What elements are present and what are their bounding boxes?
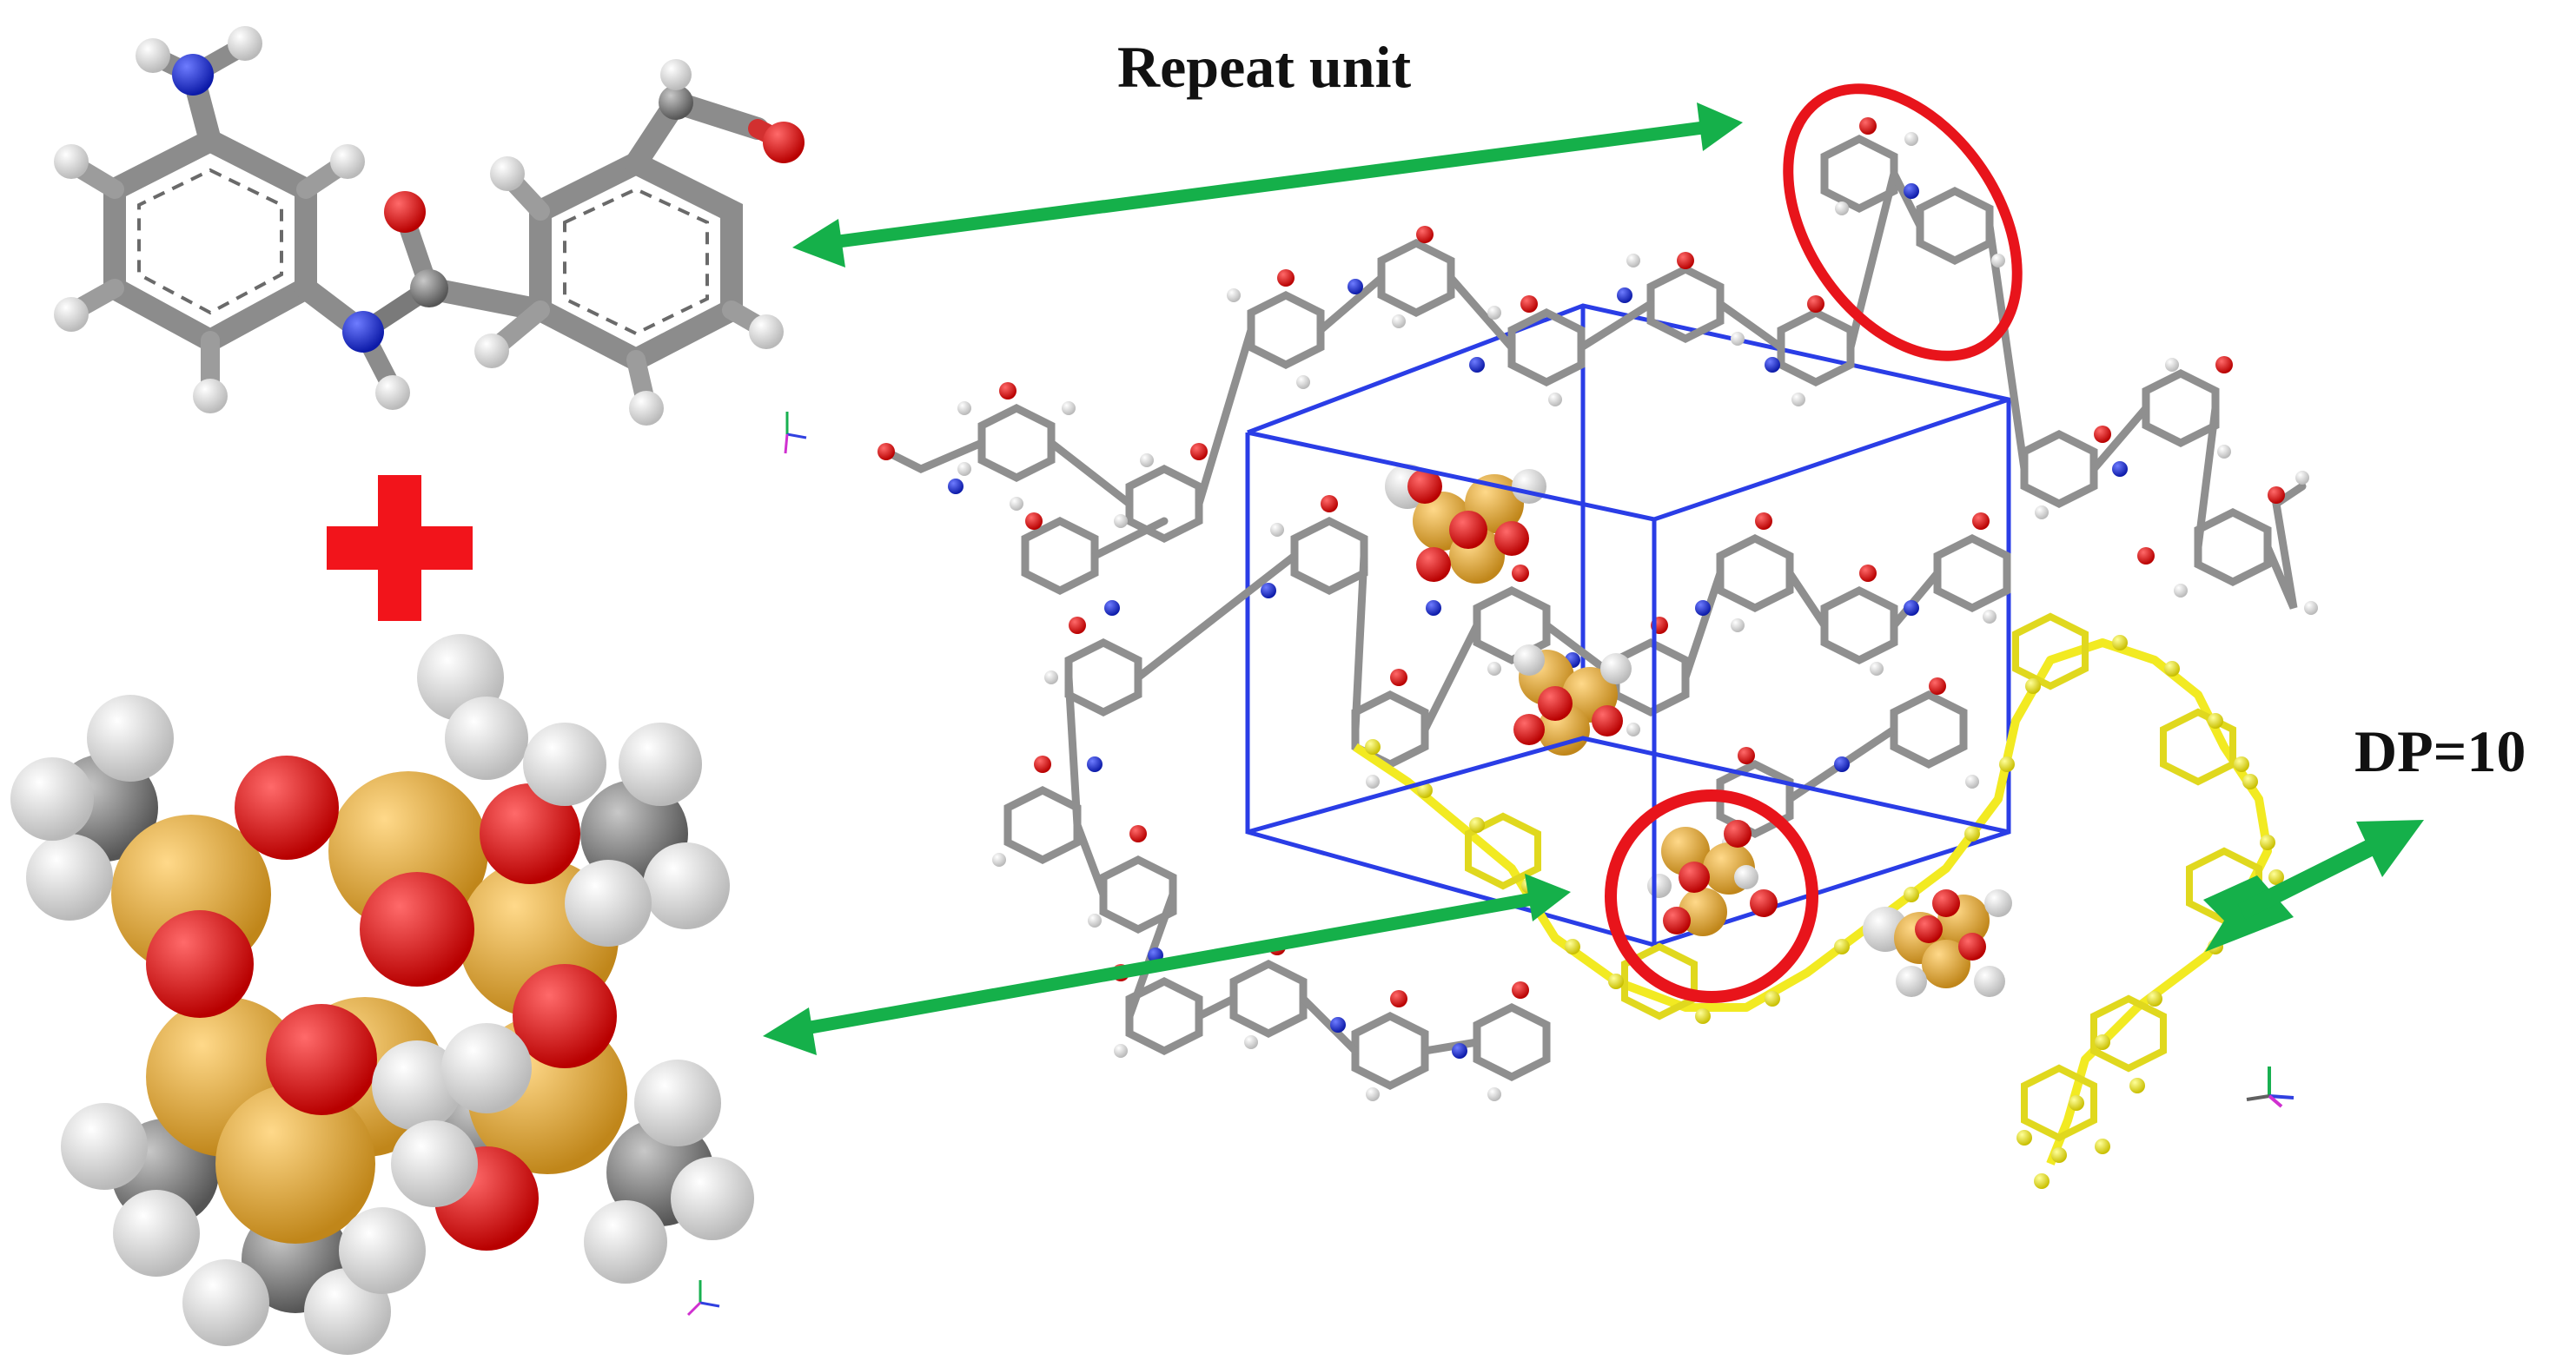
axis-triad-icon <box>2246 1067 2295 1108</box>
degree-of-polymerization-label: DP=10 <box>2354 718 2526 784</box>
poss-cage-molecule <box>10 634 754 1355</box>
hydrogen-atoms <box>957 132 2318 1101</box>
repeat-unit-highlight-circle <box>1783 83 2023 361</box>
repeat-unit-arrow <box>792 102 1743 267</box>
monomer-molecule <box>54 26 805 426</box>
poss-highlight-circle <box>1605 789 1818 1003</box>
axis-triad-icon <box>784 412 807 454</box>
polymer-chains <box>882 134 2307 1091</box>
poss-cluster-chain-end <box>1863 889 2012 997</box>
amorphous-cell-model <box>877 117 2318 1189</box>
dp-arrow <box>2203 820 2424 952</box>
repeat-unit-label: Repeat unit <box>1117 34 1412 100</box>
axis-triad-icon <box>686 1280 720 1317</box>
simulation-box-front <box>1247 397 2010 945</box>
poss-arrow <box>763 874 1571 1055</box>
poss-cluster-1 <box>1385 464 1546 584</box>
plus-icon <box>327 475 473 621</box>
poss-cluster-2 <box>1513 644 1632 756</box>
poss-cluster-highlighted <box>1647 820 1778 936</box>
